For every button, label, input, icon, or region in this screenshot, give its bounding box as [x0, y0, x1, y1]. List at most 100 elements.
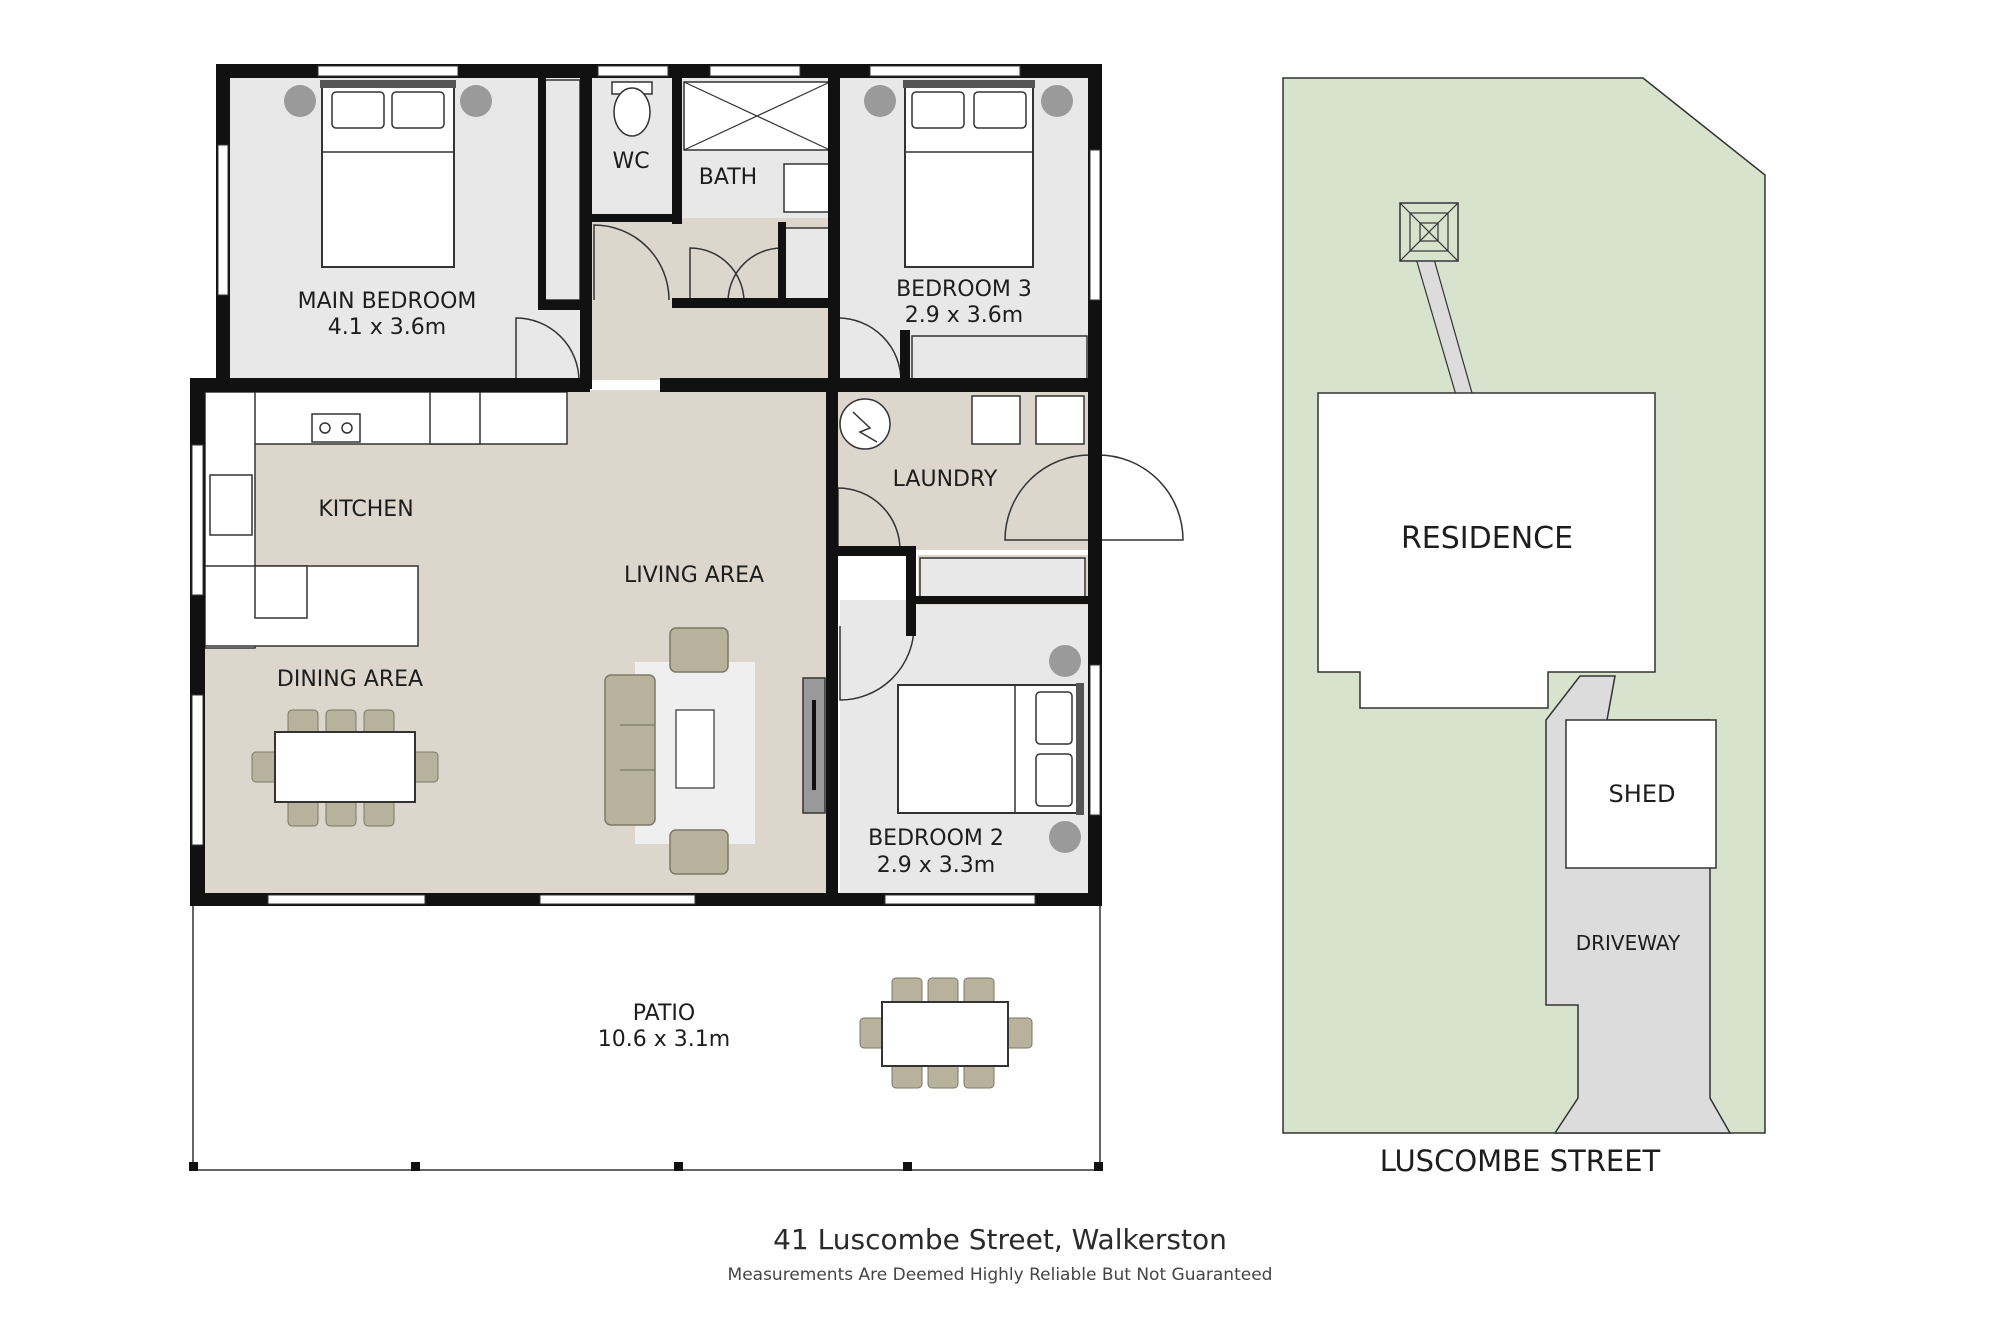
sofa [604, 674, 656, 826]
patio-post [411, 1162, 420, 1171]
wall [538, 75, 546, 310]
door-swing [727, 247, 783, 303]
kitchen-bench-top [204, 391, 568, 445]
door-swing [689, 247, 745, 303]
bedroom3-wardrobe [911, 335, 1088, 382]
dining-chair [287, 799, 319, 827]
island-cabinet [254, 565, 308, 619]
wall [900, 330, 910, 385]
doorway-opening [592, 380, 660, 390]
patio-post [903, 1162, 912, 1171]
pillow [1035, 691, 1073, 745]
door-swing [515, 317, 580, 382]
door-swing [1004, 454, 1091, 541]
patio-size: 10.6 x 3.1m [598, 1027, 730, 1052]
pillow [331, 91, 385, 129]
cooktop-burner [319, 422, 331, 434]
lamp-icon [284, 85, 316, 117]
bedroom3-name: BEDROOM 3 [896, 277, 1032, 302]
wall [906, 596, 1090, 604]
main-bedroom-name: MAIN BEDROOM [298, 289, 477, 314]
wc-name: WC [612, 149, 649, 174]
patio-post [1094, 1162, 1103, 1171]
coffee-table [675, 709, 715, 789]
bedroom3-bed-headboard [903, 80, 1035, 88]
patio-post [674, 1162, 683, 1171]
window [217, 144, 229, 296]
furniture [251, 79, 1088, 1089]
windows [191, 65, 1101, 905]
window [539, 894, 696, 905]
window [869, 65, 1021, 77]
patio-chair [891, 977, 923, 1005]
dining-set [251, 709, 439, 827]
lamp-icon [864, 85, 896, 117]
property-address: 41 Luscombe Street, Walkerston [773, 1223, 1227, 1256]
window [317, 65, 459, 77]
wall [592, 214, 672, 222]
door-swing [1097, 454, 1184, 541]
wall [660, 378, 1100, 392]
wall [672, 298, 828, 308]
shower-cross [683, 81, 831, 151]
bath-cupboard [781, 227, 831, 303]
window [884, 894, 1036, 905]
lamp-icon [460, 85, 492, 117]
water-heater-symbol [852, 411, 878, 443]
door-swings [515, 224, 1184, 701]
window [1089, 149, 1101, 301]
pillow [973, 91, 1027, 129]
tree-icon [1399, 202, 1459, 262]
window [191, 444, 204, 596]
dining-area-name: DINING AREA [277, 667, 423, 692]
dining-chair [325, 799, 357, 827]
patio-chair [1005, 1017, 1033, 1049]
bedroom2-wardrobe [919, 557, 1086, 601]
residence [1317, 392, 1656, 709]
patio-chair [963, 977, 995, 1005]
residence-label: RESIDENCE [1401, 521, 1573, 556]
window [1089, 664, 1101, 816]
door-swing [593, 224, 670, 301]
cooktop [311, 413, 361, 443]
laundry-name: LAUNDRY [893, 467, 998, 492]
door-swing [839, 625, 915, 701]
patio-name: PATIO [633, 1001, 695, 1026]
wall [838, 546, 914, 556]
bath-vanity [783, 163, 831, 213]
main-bed-headboard [320, 80, 456, 88]
bath-name: BATH [699, 165, 757, 190]
bedroom2-name: BEDROOM 2 [868, 826, 1004, 851]
living-area-name: LIVING AREA [624, 563, 764, 588]
bedroom2-size: 2.9 x 3.3m [877, 853, 995, 878]
wall [828, 64, 840, 390]
lamp-icon [1049, 645, 1081, 677]
patio-dining-set [859, 977, 1033, 1089]
window [191, 694, 204, 846]
wall [672, 64, 682, 224]
wall [538, 300, 588, 310]
street-label: LUSCOMBE STREET [1380, 1144, 1661, 1178]
wall [826, 382, 838, 898]
window [597, 65, 669, 77]
bedroom3-size: 2.9 x 3.6m [905, 303, 1023, 328]
wall [778, 222, 786, 304]
wall [190, 378, 590, 392]
wardrobe [544, 79, 581, 301]
kitchen-island [204, 565, 419, 647]
site-plan: RESIDENCE SHED DRIVEWAY LUSCOMBE STREET [1282, 77, 1766, 1178]
kitchen-name: KITCHEN [318, 497, 413, 522]
armchair [669, 627, 729, 673]
dining-table [274, 731, 416, 803]
dining-chair [363, 799, 395, 827]
laundry-tub [1035, 395, 1085, 445]
washing-machine [971, 395, 1021, 445]
door-swing [837, 317, 902, 382]
driveway-label: DRIVEWAY [1576, 931, 1681, 955]
pillow [911, 91, 965, 129]
wall [906, 546, 916, 636]
fridge [429, 391, 481, 445]
kitchen-sink [209, 474, 253, 536]
armchair [669, 829, 729, 875]
